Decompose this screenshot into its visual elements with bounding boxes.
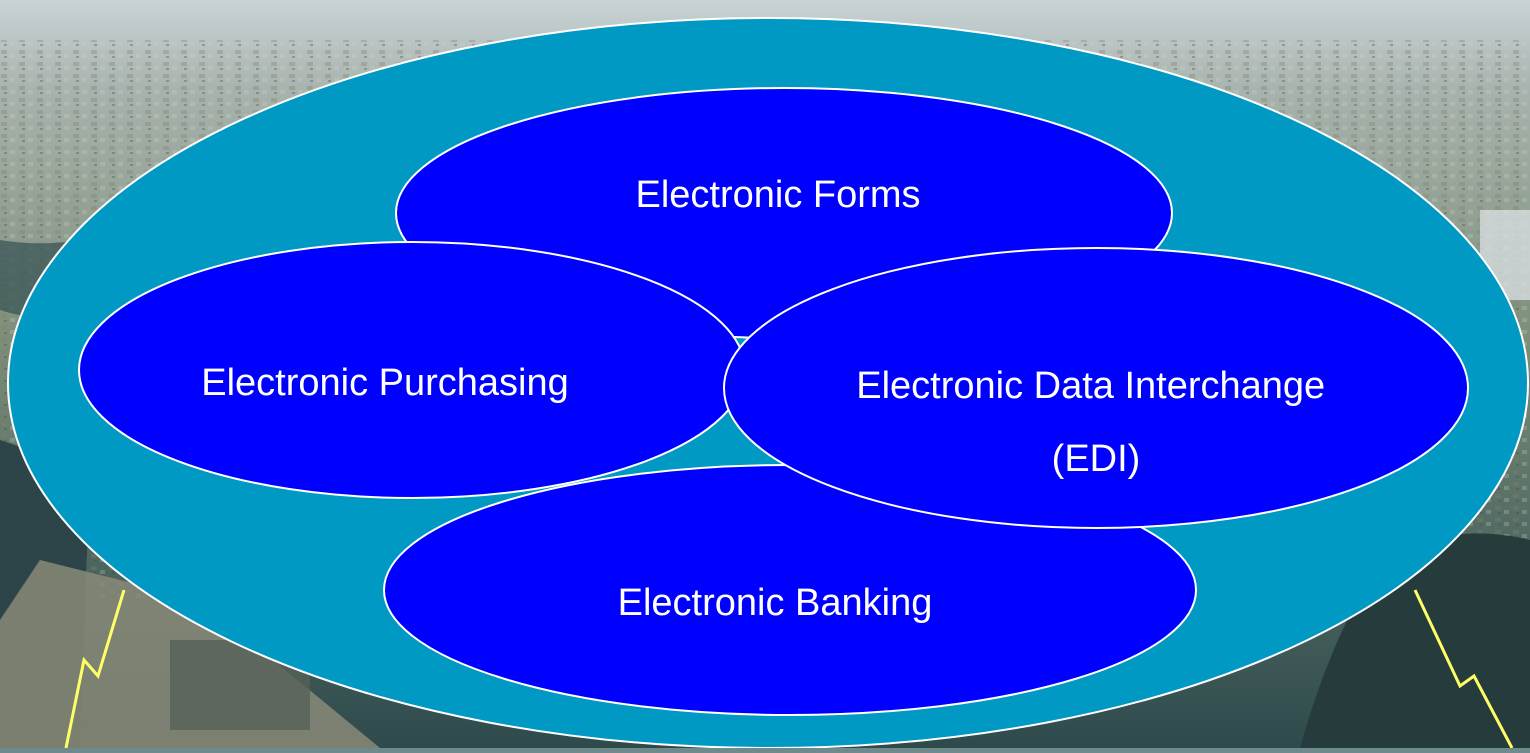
purchasing-label: Electronic Purchasing	[201, 362, 569, 404]
forms-label: Electronic Forms	[635, 174, 920, 216]
banking-label-line: Electronic Banking	[618, 582, 933, 624]
edi-label: Electronic Data Interchange (EDI)	[856, 365, 1336, 480]
purchasing-label-line: Electronic Purchasing	[201, 362, 569, 404]
ellipse-electronic-banking: Electronic Banking	[383, 464, 1197, 716]
edi-label-line-1: Electronic Data Interchange	[856, 365, 1325, 407]
forms-label-line: Electronic Forms	[635, 174, 920, 216]
ellipse-electronic-data-interchange: Electronic Data Interchange (EDI)	[723, 247, 1469, 529]
left-lightning-bolt	[64, 589, 126, 749]
edi-label-line-2: (EDI)	[1052, 438, 1141, 480]
right-lightning-bolt	[1413, 589, 1514, 749]
banking-label: Electronic Banking	[618, 582, 933, 624]
ellipse-electronic-purchasing: Electronic Purchasing	[78, 241, 746, 499]
